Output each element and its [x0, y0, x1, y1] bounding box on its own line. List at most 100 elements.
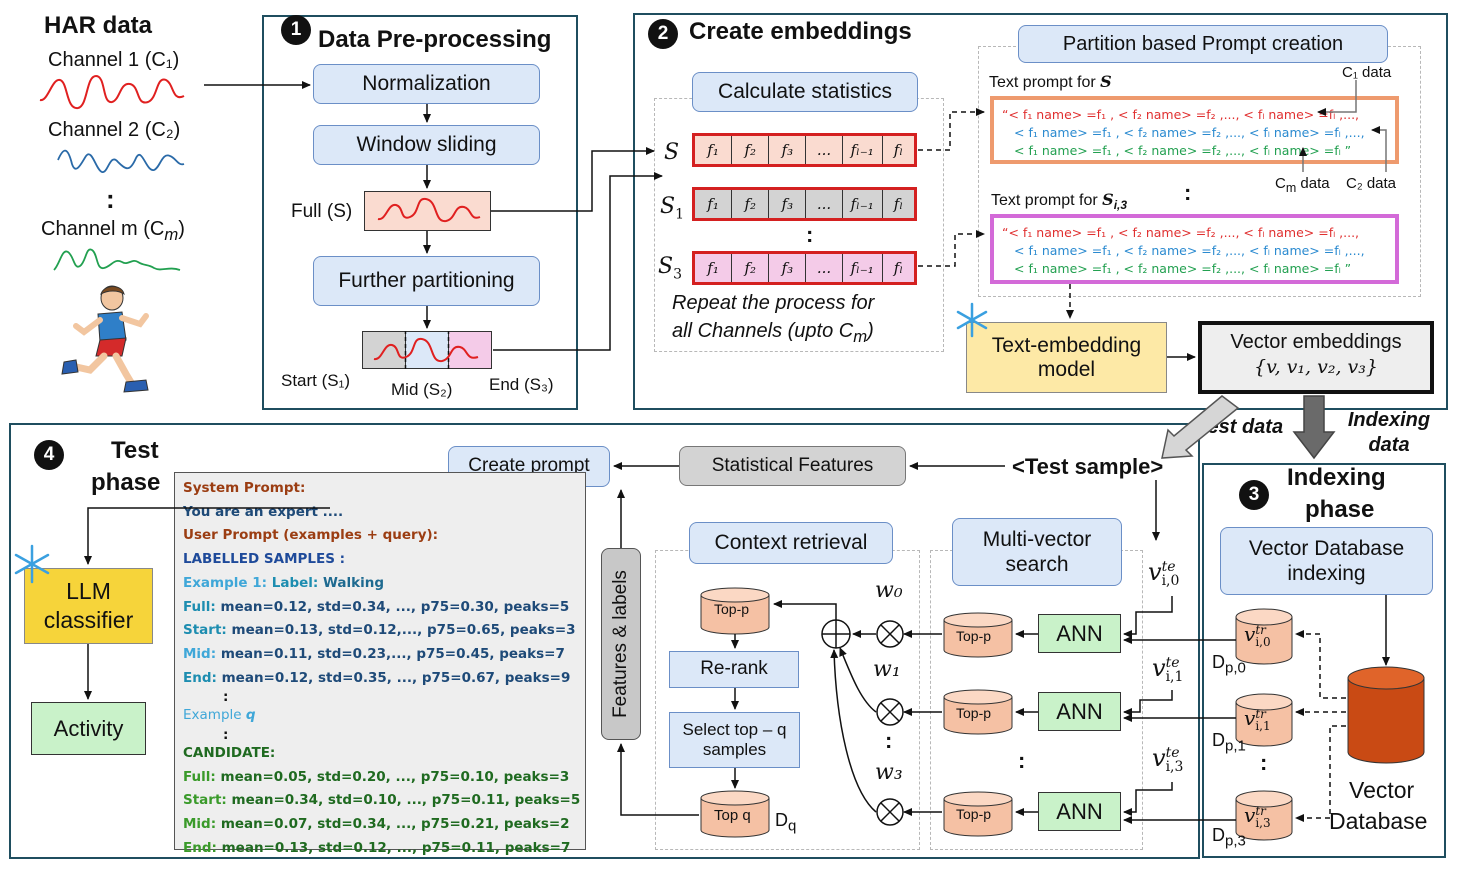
repeat-note-line2: all Channels (upto Cm) — [672, 320, 874, 346]
system-prompt-body: You are an expert .... — [183, 503, 344, 520]
search-topp-label-1: Top-p — [956, 705, 992, 721]
vector-database-cylinder — [1347, 666, 1425, 764]
prompts-ellipsis: : — [1184, 180, 1192, 205]
weights-ellipsis: : — [885, 728, 893, 753]
feature-cell: f₃ — [769, 136, 807, 164]
test-phase-title-line2: phase — [91, 469, 161, 496]
feature-cell: ... — [806, 254, 843, 282]
dp0-label: Dp,0 — [1212, 652, 1246, 677]
weight-w3-label: w₃ — [875, 760, 903, 785]
llm-prompt-panel: System Prompt: You are an expert .... Us… — [174, 472, 586, 856]
step-4-badge: 4 — [34, 440, 64, 470]
c1-data-label: C₁ data — [1342, 64, 1392, 81]
topq-label: Top q — [714, 807, 751, 824]
features-labels-box: Features & labels — [601, 548, 641, 740]
examples-ellipsis-1: : — [223, 689, 229, 706]
mid-label: Mid (S₂) — [391, 380, 453, 399]
example-1-start: Start: mean=0.13, std=0.12,..., p75=0.65… — [183, 622, 576, 639]
repeat-note-line1: Repeat the process for — [672, 292, 875, 314]
channel-m-signal — [53, 248, 181, 271]
prompt-si3-line-blue: < f₁ name> =f₁ , < f₂ name> =f₂ ,..., < … — [1014, 243, 1365, 258]
prompt-s-line-blue: < f₁ name> =f₁ , < f₂ name> =f₂ ,..., < … — [1014, 125, 1365, 140]
feature-cell: ... — [806, 136, 843, 164]
feature-cell: fₗ₋₁ — [843, 254, 883, 282]
step-1-badge: 1 — [281, 15, 311, 45]
test-data-label: Test data — [1196, 416, 1284, 438]
prompt-s-line-green: < f₁ name> =f₁ , < f₂ name> =f₂ ,..., < … — [1014, 143, 1352, 158]
search-topp-cylinder-3 — [943, 791, 1013, 837]
candidate-heading: CANDIDATE: — [183, 745, 276, 762]
vector-embeddings-title: Vector embeddings — [1230, 331, 1402, 353]
ann-box-3: ANN — [1038, 792, 1121, 831]
prompt-si3-line-green: < f₁ name> =f₁ , < f₂ name> =f₂ ,..., < … — [1014, 261, 1352, 276]
vector-database-label-line2: Database — [1329, 808, 1428, 834]
topq-cylinder — [700, 790, 770, 838]
indexing-data-label: Indexing data — [1347, 409, 1431, 456]
feature-cell: fₗ — [893, 259, 903, 277]
examples-ellipsis-2: : — [223, 727, 229, 744]
feature-cell: fₗ₋₁ — [843, 136, 883, 164]
example-1-full: Full: mean=0.12, std=0.34, ..., p75=0.30… — [183, 598, 570, 615]
user-prompt-title: User Prompt (examples + query): — [183, 527, 439, 544]
feature-cell: ... — [806, 190, 843, 218]
ann-box-0: ANN — [1038, 614, 1121, 653]
context-retrieval-box: Context retrieval — [689, 522, 893, 564]
candidate-end: End: mean=0.13, std=0.12, ..., p75=0.11,… — [183, 839, 571, 856]
calculate-statistics-box: Calculate statistics — [692, 72, 918, 112]
channel-1-signal — [39, 74, 185, 109]
prompt-si3-box: “< f₁ name> =f₁ , < f₂ name> =f₂ ,..., <… — [990, 214, 1399, 284]
channel-1-label: Channel 1 (C₁) — [48, 49, 180, 71]
feature-cell: f₂ — [732, 254, 770, 282]
weight-w1-label: w₁ — [873, 657, 901, 682]
channels-ellipsis: : — [106, 184, 115, 214]
example-1-end: End: mean=0.12, std=0.35, ..., p75=0.67,… — [183, 669, 571, 686]
feature-cell: f₂ — [732, 190, 770, 218]
window-sliding-box: Window sliding — [313, 125, 540, 165]
har-title: HAR data — [44, 12, 153, 39]
feature-cell: fₗ — [893, 141, 903, 159]
rerank-box: Re-rank — [669, 651, 799, 688]
step-3-badge: 3 — [1239, 480, 1269, 510]
further-partitioning-box: Further partitioning — [313, 256, 540, 306]
text-embedding-model-box: Text-embedding model — [966, 322, 1167, 393]
normalization-box: Normalization — [313, 64, 540, 104]
feature-cell: f₃ — [769, 190, 807, 218]
weight-w0-label: w₀ — [875, 578, 903, 603]
example-q-line: Example q — [183, 707, 256, 724]
feature-cell: f₁ — [695, 190, 733, 218]
dq-label: Dq — [775, 810, 797, 835]
vector-db-indexing-box: Vector Database indexing — [1220, 527, 1433, 595]
feature-cell: fₗ — [893, 195, 903, 213]
feature-cell: f₁ — [695, 136, 733, 164]
search-topp-label-3: Top-p — [956, 806, 992, 822]
indexing-title-line2: phase — [1305, 496, 1375, 523]
llm-classifier-box: LLM classifier — [24, 568, 153, 644]
features-labels-text: Features & labels — [610, 570, 631, 718]
cm-data-label: Cm data — [1275, 175, 1330, 195]
prompt-si3-label: Text prompt for Si,3 — [991, 190, 1128, 213]
step-2-badge: 2 — [648, 19, 678, 49]
feature-cell: fₗ₋₁ — [843, 190, 883, 218]
candidate-start: Start: mean=0.34, std=0.10, ..., p75=0.1… — [183, 792, 581, 809]
index-cylinder-1 — [1235, 693, 1293, 747]
row-s1-label: S1 — [660, 194, 684, 223]
index-cylinder-3 — [1235, 790, 1293, 841]
embeddings-title: Create embeddings — [689, 18, 912, 45]
test-sample-label: <Test sample> — [1012, 454, 1164, 479]
activity-box: Activity — [31, 702, 146, 755]
feature-cell: f₁ — [695, 254, 733, 282]
vector-embeddings-box: Vector embeddings {v, v₁, v₂, v₃} — [1198, 321, 1434, 394]
index-cylinder-0 — [1235, 608, 1293, 665]
ann-box-1: ANN — [1038, 692, 1121, 731]
select-topq-box: Select top – q samples — [669, 712, 800, 768]
index-ellipsis: : — [1260, 750, 1268, 775]
rows-ellipsis: : — [806, 222, 814, 247]
dp3-label: Dp,3 — [1212, 825, 1246, 850]
